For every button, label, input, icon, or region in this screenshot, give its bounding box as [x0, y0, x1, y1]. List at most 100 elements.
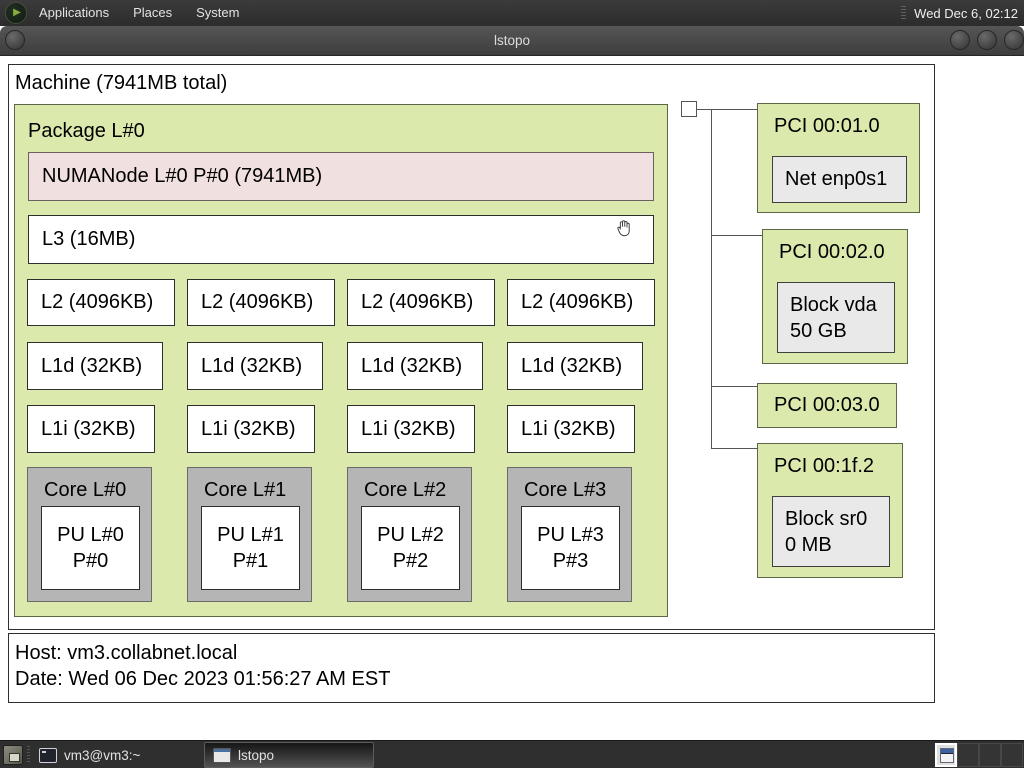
- workspace-switcher: [935, 743, 1023, 767]
- l2-cache-label: L2 (4096KB): [41, 291, 154, 313]
- window-titlebar[interactable]: lstopo: [0, 26, 1024, 56]
- block-device-box: Block vda 50 GB: [777, 282, 895, 353]
- pci-branch-line: [711, 235, 762, 236]
- pu-pnum: P#3: [552, 550, 589, 572]
- core-box: Core L#0 PU L#0 P#0: [27, 467, 152, 602]
- pci-branch-line: [711, 448, 757, 449]
- workspace-cell-3[interactable]: [979, 743, 1001, 767]
- terminal-icon: [39, 747, 57, 763]
- date-text: Date: Wed 06 Dec 2023 01:56:27 AM EST: [15, 668, 391, 690]
- window-menu-icon[interactable]: [5, 30, 25, 50]
- bottom-taskbar: vm3@vm3:~ lstopo: [0, 740, 1024, 768]
- block-device-box: Block sr0 0 MB: [772, 496, 890, 567]
- pu-pnum: P#1: [232, 550, 269, 572]
- l3-cache-box: L3 (16MB): [28, 215, 654, 264]
- l3-cache-label: L3 (16MB): [42, 228, 136, 250]
- taskbar-window-lstopo[interactable]: lstopo: [204, 742, 374, 768]
- core-label: Core L#1: [204, 479, 287, 501]
- core-box: Core L#1 PU L#1 P#1: [187, 467, 312, 602]
- menu-system[interactable]: System: [196, 5, 240, 20]
- workspace-cell-1[interactable]: [935, 743, 957, 767]
- close-icon[interactable]: [1004, 30, 1024, 50]
- l2-cache-box: L2 (4096KB): [347, 279, 495, 326]
- l2-cache-label: L2 (4096KB): [521, 291, 634, 313]
- pu-box: PU L#0 P#0: [41, 506, 140, 590]
- pci-box: PCI 00:1f.2 Block sr0 0 MB: [757, 443, 903, 578]
- minimize-icon[interactable]: [950, 30, 970, 50]
- pu-box: PU L#1 P#1: [201, 506, 300, 590]
- pci-box: PCI 00:01.0 Net enp0s1: [757, 103, 920, 213]
- l1d-cache-label: L1d (32KB): [201, 354, 303, 377]
- pu-label: PU L#1: [217, 524, 284, 546]
- pci-trunk-line: [711, 109, 712, 448]
- lstopo-canvas: Machine (7941MB total) Package L#0 NUMAN…: [0, 55, 1024, 740]
- workspace-cell-4[interactable]: [1001, 743, 1023, 767]
- l1i-cache-box: L1i (32KB): [187, 405, 315, 453]
- l1i-cache-label: L1i (32KB): [361, 417, 456, 440]
- l1i-cache-label: L1i (32KB): [521, 417, 616, 440]
- pci-label: PCI 00:1f.2: [774, 455, 875, 477]
- distro-menu-icon[interactable]: ▶: [5, 2, 27, 24]
- block-device-label: Block sr0: [785, 507, 868, 530]
- l1d-cache-box: L1d (32KB): [187, 342, 323, 390]
- show-desktop-icon[interactable]: [3, 745, 23, 765]
- pci-branch-line: [697, 109, 757, 110]
- core-label: Core L#3: [524, 479, 607, 501]
- window-title: lstopo: [493, 33, 531, 48]
- l1i-cache-label: L1i (32KB): [41, 417, 136, 440]
- pu-box: PU L#3 P#3: [521, 506, 620, 590]
- menu-applications[interactable]: Applications: [39, 5, 110, 20]
- net-device-label: Net enp0s1: [785, 168, 888, 190]
- pci-box: PCI 00:02.0 Block vda 50 GB: [762, 229, 908, 364]
- mini-window-icon: [940, 748, 954, 763]
- l2-cache-box: L2 (4096KB): [27, 279, 175, 326]
- hostbridge-connector: [681, 101, 697, 117]
- net-device-box: Net enp0s1: [772, 156, 907, 203]
- block-device-label: Block vda: [790, 293, 877, 316]
- numanode-label: NUMANode L#0 P#0 (7941MB): [42, 165, 323, 187]
- pci-box: PCI 00:03.0: [757, 383, 897, 428]
- l2-cache-label: L2 (4096KB): [201, 291, 314, 313]
- pu-label: PU L#3: [537, 524, 604, 546]
- l2-cache-box: L2 (4096KB): [507, 279, 655, 326]
- pu-box: PU L#2 P#2: [361, 506, 460, 590]
- l1i-cache-box: L1i (32KB): [347, 405, 475, 453]
- core-box: Core L#3 PU L#3 P#3: [507, 467, 632, 602]
- pu-label: PU L#2: [377, 524, 444, 546]
- l1d-cache-label: L1d (32KB): [361, 354, 463, 377]
- package-label: Package L#0: [28, 120, 145, 142]
- pu-label: PU L#0: [57, 524, 124, 546]
- host-text: Host: vm3.collabnet.local: [15, 642, 238, 664]
- block-device-size: 0 MB: [785, 533, 832, 556]
- footer-box: Host: vm3.collabnet.local Date: Wed 06 D…: [8, 633, 935, 703]
- taskbar-window-terminal[interactable]: vm3@vm3:~: [31, 743, 201, 767]
- clock-applet[interactable]: Wed Dec 6, 02:12: [914, 5, 1018, 21]
- core-box: Core L#2 PU L#2 P#2: [347, 467, 472, 602]
- l1d-cache-box: L1d (32KB): [507, 342, 643, 390]
- core-label: Core L#2: [364, 479, 447, 501]
- pci-branch-line: [711, 386, 757, 387]
- taskbar-separator: [27, 746, 30, 764]
- taskbar-window-label: vm3@vm3:~: [64, 747, 141, 763]
- taskbar-window-label: lstopo: [238, 747, 275, 763]
- top-panel: ▶ Applications Places System Wed Dec 6, …: [0, 0, 1024, 26]
- pu-pnum: P#2: [392, 550, 429, 572]
- l1d-cache-box: L1d (32KB): [27, 342, 163, 390]
- l1i-cache-box: L1i (32KB): [27, 405, 155, 453]
- pci-label: PCI 00:01.0: [774, 115, 880, 137]
- block-device-size: 50 GB: [790, 319, 847, 342]
- lstopo-window-icon: [213, 747, 231, 763]
- applet-drag-handle: [901, 5, 907, 21]
- maximize-icon[interactable]: [977, 30, 997, 50]
- l1i-cache-box: L1i (32KB): [507, 405, 635, 453]
- core-label: Core L#0: [44, 479, 127, 501]
- grab-cursor-icon: [617, 220, 630, 237]
- l2-cache-label: L2 (4096KB): [361, 291, 474, 313]
- workspace-cell-2[interactable]: [957, 743, 979, 767]
- menu-places[interactable]: Places: [133, 5, 173, 20]
- machine-label: Machine (7941MB total): [15, 72, 228, 94]
- l1d-cache-label: L1d (32KB): [41, 354, 143, 377]
- l1d-cache-label: L1d (32KB): [521, 354, 623, 377]
- numanode-box: NUMANode L#0 P#0 (7941MB): [28, 152, 654, 201]
